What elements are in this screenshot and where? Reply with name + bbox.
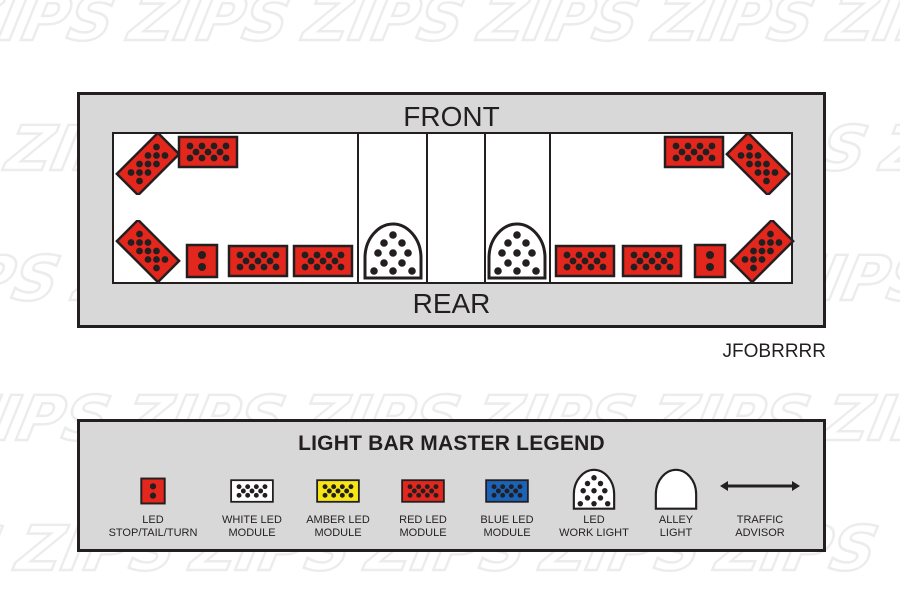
legend-label-line1: RED LED <box>399 514 447 526</box>
white-module-icon <box>230 479 274 503</box>
legend-label-line1: AMBER LED <box>306 514 370 526</box>
red-led-module-corner-rear-right <box>729 220 795 282</box>
section-divider <box>484 132 486 284</box>
legend-title: LIGHT BAR MASTER LEGEND <box>298 432 605 455</box>
amber-module-icon <box>316 479 360 503</box>
svg-text:ZIPS: ZIPS <box>821 0 900 55</box>
led-work-light-rear-right <box>487 222 547 280</box>
legend-label-line1: LED <box>142 514 164 526</box>
section-divider <box>549 132 551 284</box>
rear-label: REAR <box>412 288 491 319</box>
legend-label-line2: MODULE <box>483 527 531 539</box>
red-led-module-rear <box>292 244 354 278</box>
model-code: JFOBRRRR <box>722 341 826 362</box>
red-module-icon <box>401 479 445 503</box>
red-led-module-corner-front-right <box>725 133 791 195</box>
legend-label-line2: MODULE <box>399 527 447 539</box>
stop-tail-turn-rear-left <box>185 243 219 279</box>
legend-label-line1: TRAFFIC <box>736 514 784 526</box>
legend-label-line2: MODULE <box>228 527 276 539</box>
red-led-module-corner-front-left <box>115 133 181 195</box>
alley-light-icon <box>654 468 698 510</box>
svg-text:ZIPS: ZIPS <box>121 0 296 55</box>
traffic-advisor-icon <box>720 481 800 491</box>
svg-text:ZIPS: ZIPS <box>296 0 471 55</box>
front-label: FRONT <box>403 101 500 132</box>
legend-label-line1: LED <box>583 514 605 526</box>
svg-text:ZIPS: ZIPS <box>471 0 646 55</box>
section-divider <box>357 132 359 284</box>
red-led-module-rear <box>554 244 616 278</box>
legend-label-line2: ADVISOR <box>735 527 785 539</box>
red-led-module-corner-rear-left <box>115 220 181 282</box>
svg-text:ZIPS: ZIPS <box>874 113 900 185</box>
red-led-module-rear <box>621 244 683 278</box>
legend-label-line1: ALLEY <box>658 514 694 526</box>
work-light-icon <box>572 468 616 510</box>
stop-tail-turn-icon <box>140 477 166 505</box>
svg-text:ZIPS: ZIPS <box>0 243 67 315</box>
red-led-module-rear <box>227 244 289 278</box>
svg-text:ZIPS: ZIPS <box>646 0 821 55</box>
legend-label-line2: LIGHT <box>659 527 693 539</box>
red-led-module-front-right <box>663 135 725 169</box>
red-led-module-front-left <box>177 135 239 169</box>
stop-tail-turn-rear-right <box>693 243 727 279</box>
blue-module-icon <box>485 479 529 503</box>
legend-label-line2: WORK LIGHT <box>559 527 629 539</box>
legend-label-line2: STOP/TAIL/TURN <box>108 527 198 539</box>
led-work-light-rear-left <box>363 222 423 280</box>
svg-text:ZIPS: ZIPS <box>0 0 122 55</box>
legend-label-line1: BLUE LED <box>480 514 534 526</box>
svg-text:ZIPS: ZIPS <box>0 513 9 585</box>
section-divider <box>426 132 428 284</box>
legend-label-line1: WHITE LED <box>222 514 282 526</box>
legend-label-line2: MODULE <box>314 527 362 539</box>
svg-text:ZIPS: ZIPS <box>816 383 900 455</box>
